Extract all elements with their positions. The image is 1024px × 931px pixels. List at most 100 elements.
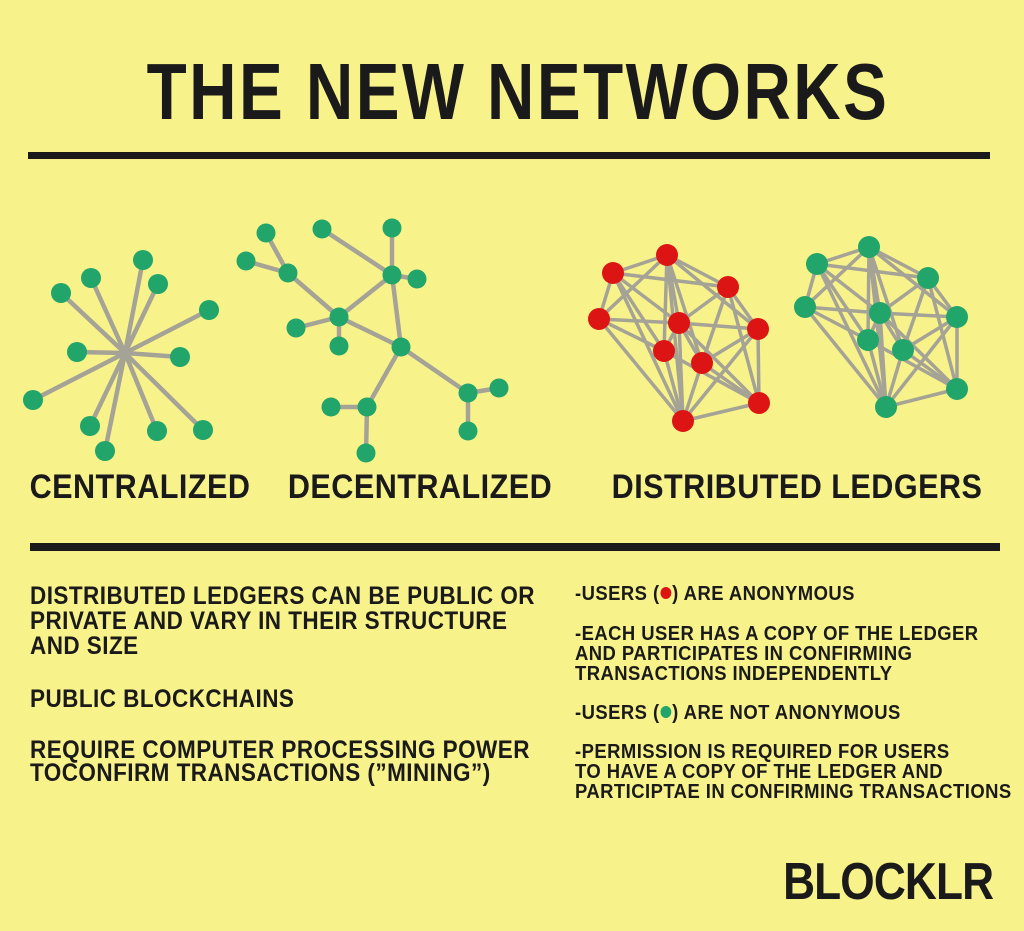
network-node bbox=[147, 421, 167, 441]
network-node bbox=[382, 218, 402, 238]
text-line: REQUIRE COMPUTER PROCESSING POWER bbox=[30, 736, 530, 764]
network-node bbox=[67, 342, 87, 362]
network-node bbox=[170, 347, 190, 367]
network-edge bbox=[803, 305, 882, 315]
network-edge bbox=[285, 270, 342, 320]
text-line: PUBLIC BLOCKCHAINS bbox=[30, 685, 295, 713]
distributed-ledger-anonymous-network-diagram bbox=[588, 244, 770, 432]
network-edge bbox=[878, 311, 959, 319]
network-edge bbox=[815, 262, 888, 409]
network-edge bbox=[867, 245, 905, 352]
network-edge bbox=[30, 350, 128, 403]
text-line: AND PARTICIPATES IN CONFIRMING bbox=[575, 642, 913, 665]
network-edge bbox=[677, 321, 761, 405]
network-edge bbox=[611, 271, 666, 353]
network-node bbox=[95, 441, 115, 461]
decentralized-network-diagram bbox=[236, 218, 509, 463]
network-edge bbox=[611, 271, 681, 325]
page-title: THE NEW NETWORKS bbox=[146, 47, 890, 136]
network-node bbox=[875, 396, 897, 418]
network-node bbox=[23, 390, 43, 410]
network-node bbox=[602, 262, 624, 284]
network-node bbox=[356, 443, 376, 463]
network-node bbox=[286, 318, 306, 338]
network-node bbox=[653, 340, 675, 362]
network-edge bbox=[389, 272, 404, 350]
network-node bbox=[858, 236, 880, 258]
network-edge bbox=[662, 349, 685, 423]
network-node bbox=[946, 306, 968, 328]
text-line: DISTRIBUTED LEDGERS CAN BE PUBLIC OR bbox=[30, 582, 535, 610]
network-node bbox=[892, 339, 914, 361]
network-node bbox=[917, 267, 939, 289]
network-edge bbox=[681, 401, 761, 423]
network-node bbox=[148, 274, 168, 294]
network-node bbox=[329, 336, 349, 356]
network-edge bbox=[665, 253, 704, 365]
bullet-users-not-anonymous: -USERS () ARE NOT ANONYMOUS bbox=[575, 701, 901, 724]
network-node bbox=[794, 296, 816, 318]
text-line: TRANSACTIONS INDEPENDENTLY bbox=[575, 662, 893, 685]
network-edge bbox=[122, 307, 212, 356]
network-edge bbox=[611, 271, 685, 423]
network-node bbox=[321, 397, 341, 417]
network-edge bbox=[803, 305, 870, 342]
network-edge bbox=[88, 275, 128, 356]
network-node bbox=[691, 352, 713, 374]
network-node bbox=[278, 263, 298, 283]
network-edge bbox=[364, 344, 404, 410]
network-edge bbox=[867, 245, 959, 319]
network-edge bbox=[102, 350, 128, 454]
divider-middle bbox=[30, 543, 1000, 551]
bullet-text-prefix: -USERS ( bbox=[575, 701, 660, 724]
label-distributed-ledgers: DISTRIBUTED LEDGERS bbox=[611, 468, 983, 506]
network-edge bbox=[662, 349, 761, 405]
network-edge bbox=[866, 245, 871, 342]
network-edge bbox=[677, 321, 685, 423]
network-node bbox=[748, 392, 770, 414]
network-edge bbox=[122, 350, 206, 433]
network-edge bbox=[700, 361, 761, 405]
network-edge bbox=[815, 262, 930, 280]
text-line: PRIVATE AND VARY IN THEIR STRUCTURE bbox=[30, 607, 508, 635]
network-edge bbox=[122, 350, 160, 434]
network-node bbox=[80, 416, 100, 436]
network-edge bbox=[597, 317, 681, 325]
network-edge bbox=[87, 350, 128, 429]
network-node bbox=[329, 307, 349, 327]
network-node bbox=[489, 378, 509, 398]
divider-top bbox=[28, 152, 990, 159]
network-edge bbox=[803, 245, 871, 309]
bullet-text-suffix: ) ARE ANONYMOUS bbox=[672, 582, 855, 605]
network-edge bbox=[611, 271, 730, 289]
network-edge bbox=[665, 253, 760, 331]
network-edge bbox=[677, 321, 760, 331]
network-edge bbox=[122, 281, 161, 356]
network-edge bbox=[662, 253, 669, 353]
network-edge bbox=[866, 338, 888, 409]
network-node bbox=[51, 283, 71, 303]
network-node bbox=[256, 223, 276, 243]
network-node bbox=[946, 378, 968, 400]
network-edge bbox=[58, 290, 128, 356]
network-node bbox=[133, 250, 153, 270]
text-line: -EACH USER HAS A COPY OF THE LEDGER bbox=[575, 622, 979, 645]
network-node bbox=[857, 329, 879, 351]
network-edge bbox=[878, 311, 959, 391]
network-edge bbox=[597, 317, 685, 423]
network-node bbox=[717, 276, 739, 298]
centralized-network-diagram bbox=[23, 250, 219, 461]
network-node bbox=[391, 337, 411, 357]
text-line: -PERMISSION IS REQUIRED FOR USERS bbox=[575, 740, 950, 763]
network-node bbox=[357, 397, 377, 417]
network-edge bbox=[122, 257, 146, 356]
paragraph-public-blockchains: PUBLIC BLOCKCHAINS bbox=[30, 687, 294, 712]
network-edge bbox=[815, 262, 882, 315]
network-edge bbox=[803, 305, 888, 409]
label-decentralized: DECENTRALIZED bbox=[287, 468, 553, 506]
